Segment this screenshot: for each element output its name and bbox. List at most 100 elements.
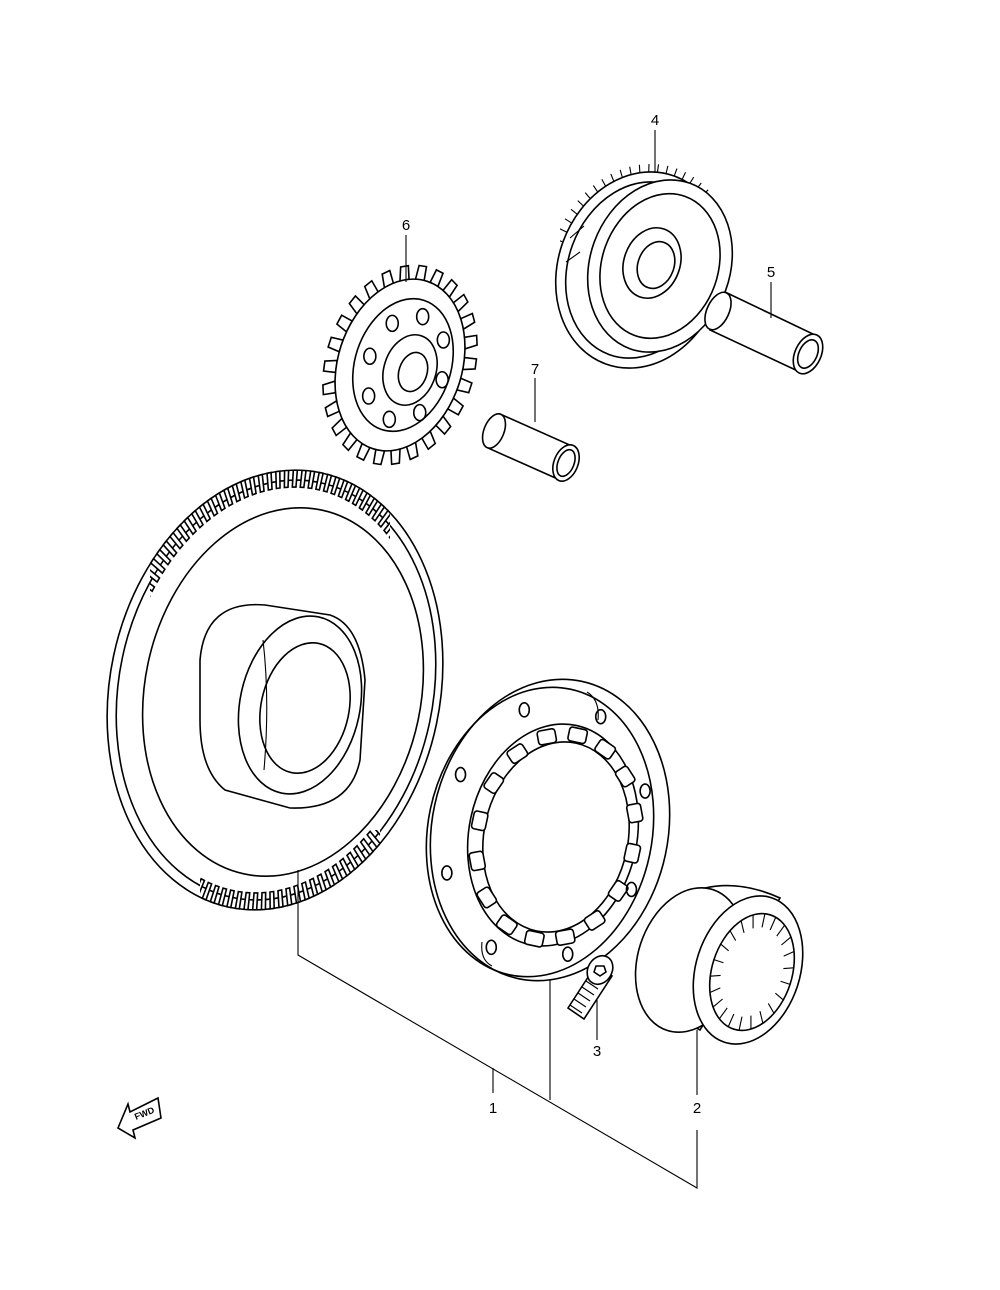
bearing-needle	[720, 943, 729, 952]
gear-tooth	[601, 178, 607, 187]
callout-2: 2	[693, 1100, 701, 1117]
gear-hole	[435, 370, 449, 389]
gear-tooth	[610, 173, 615, 182]
gear-hole	[412, 403, 427, 422]
callout-5: 5	[767, 264, 775, 281]
gear-tooth	[351, 486, 365, 507]
gear-tooth	[150, 557, 166, 575]
bearing-needle	[740, 920, 745, 933]
bolt-thread	[585, 980, 599, 990]
gear-tooth	[682, 348, 686, 355]
bearing-needle	[767, 1003, 775, 1014]
bearing-needle	[780, 980, 791, 985]
bearing-needle	[769, 917, 777, 931]
gear-tooth	[603, 364, 606, 372]
gear-tooth	[257, 473, 265, 494]
gear-tooth	[234, 890, 243, 910]
bolt-hole	[518, 702, 531, 718]
gear-tooth	[150, 569, 161, 584]
gear-tooth	[665, 165, 669, 174]
gear-tooth	[629, 166, 632, 175]
gear-tooth	[214, 491, 226, 512]
gear-hole	[363, 347, 377, 366]
clutch-roller	[476, 886, 498, 909]
gear-tooth	[277, 888, 284, 909]
gear-tooth	[377, 509, 390, 529]
clutch-roller	[567, 726, 589, 745]
clutch-roller	[594, 738, 617, 760]
gear-tooth	[285, 886, 293, 907]
bearing-needle	[781, 936, 792, 946]
gear-tooth	[251, 892, 259, 910]
bearing-needle	[713, 959, 724, 964]
gear-tooth	[566, 337, 572, 342]
gear-tooth	[572, 344, 578, 350]
gear-tooth	[382, 521, 390, 535]
gear-tooth	[548, 283, 556, 284]
bearing-needle	[712, 998, 723, 1008]
gear-tooth	[206, 497, 219, 518]
gear-tooth	[364, 497, 379, 517]
gear-tooth	[198, 502, 212, 523]
part-7-shaft	[481, 412, 581, 482]
gear-tooth	[260, 891, 267, 910]
bolt-hole	[594, 708, 607, 725]
clutch-roller	[506, 743, 529, 765]
gear-tooth	[307, 470, 316, 490]
gear-tooth	[299, 470, 307, 489]
bearing-needle	[759, 1011, 764, 1024]
bolt-hole	[485, 939, 498, 956]
gear-tooth	[577, 200, 584, 207]
bolt-hole	[625, 881, 638, 898]
gear-tooth	[155, 548, 172, 566]
bolt-hole	[441, 865, 453, 881]
gear-tooth	[371, 502, 386, 523]
bearing-needle	[738, 1016, 743, 1031]
gear-tooth	[656, 164, 660, 173]
gear-tooth	[696, 334, 702, 340]
callout-1: 1	[489, 1100, 497, 1117]
bearing-needle	[783, 951, 795, 957]
gear-tooth	[612, 366, 614, 374]
gear-tooth	[316, 872, 328, 894]
gear-tooth	[217, 887, 228, 907]
gear-tooth	[344, 482, 357, 503]
gear-tooth	[548, 293, 556, 294]
gear-tooth	[200, 877, 206, 894]
clutch-roller	[583, 909, 606, 931]
gear-tooth	[579, 351, 584, 357]
gear-tooth	[584, 192, 591, 200]
gear-tooth	[570, 208, 578, 215]
gear-tooth	[550, 303, 558, 305]
clutch-roller	[495, 914, 518, 936]
gear-tooth	[338, 857, 352, 878]
gear-tooth	[619, 169, 623, 178]
gear-tooth	[690, 341, 695, 347]
gear-tooth	[414, 264, 428, 282]
gear-tooth	[638, 164, 641, 173]
gear-tooth	[345, 851, 360, 871]
leader-lines	[297, 130, 772, 1189]
gear-tooth	[225, 889, 236, 909]
gear-tooth	[556, 321, 563, 325]
bearing-needle	[775, 992, 784, 1001]
gear-tooth	[322, 473, 333, 493]
gear-tooth	[358, 491, 372, 512]
gear-tooth	[649, 365, 650, 373]
gear-tooth	[291, 470, 299, 488]
gear-tooth	[560, 240, 564, 243]
gear-tooth	[586, 356, 590, 363]
part-1-one-way-clutch	[425, 678, 671, 982]
clutch-roller	[614, 765, 636, 788]
clutch-roller	[607, 879, 629, 902]
gear-tooth	[308, 877, 319, 898]
gear-hole	[361, 387, 376, 405]
gear-tooth	[175, 523, 191, 543]
gear-tooth	[388, 535, 390, 540]
bolt-thread	[581, 986, 595, 996]
bearing-needle	[710, 974, 721, 977]
clutch-roller	[536, 727, 558, 746]
gear-tooth	[666, 359, 669, 366]
gear-tooth	[201, 881, 213, 901]
